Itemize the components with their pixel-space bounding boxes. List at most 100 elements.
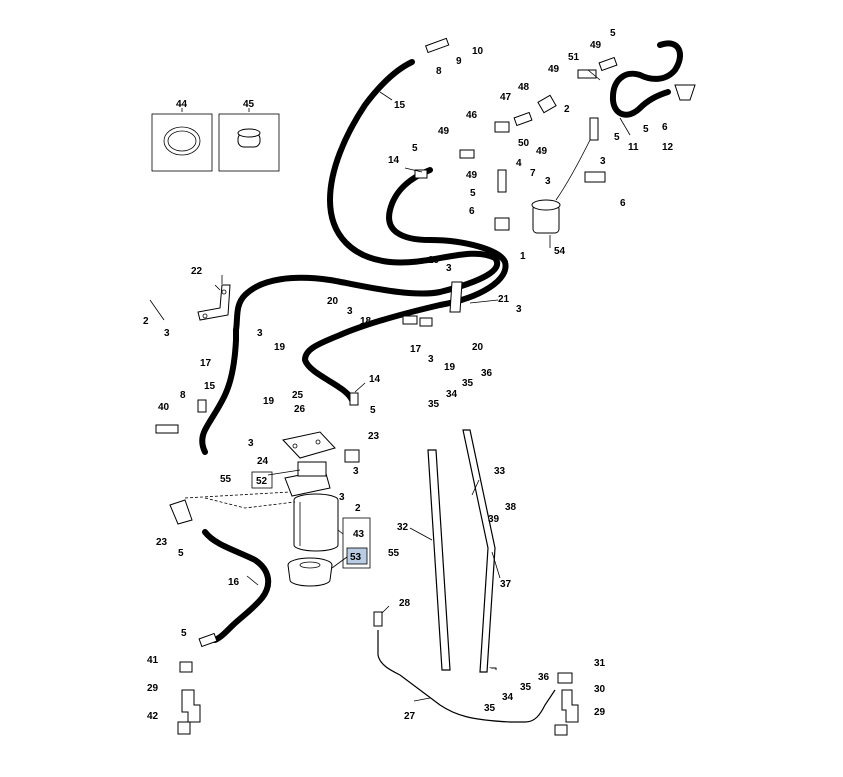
callout-10: 10 bbox=[472, 46, 484, 57]
callout-3: 3 bbox=[516, 304, 522, 315]
hose-16 bbox=[202, 529, 272, 643]
leader-lines bbox=[149, 69, 631, 702]
filter-head-assembly bbox=[282, 431, 336, 497]
callout-labels: 10 9 8 15 5 49 46 47 48 2 50 49 51 49 5 … bbox=[143, 28, 674, 722]
callout-23: 23 bbox=[368, 431, 380, 442]
callout-49: 49 bbox=[536, 146, 548, 157]
callout-30: 30 bbox=[594, 684, 606, 695]
callout-5: 5 bbox=[181, 628, 187, 639]
callout-43: 43 bbox=[353, 529, 365, 540]
callout-20: 20 bbox=[472, 342, 484, 353]
callout-49: 49 bbox=[466, 170, 478, 181]
callout-29: 29 bbox=[147, 683, 159, 694]
callout-38: 38 bbox=[505, 502, 517, 513]
callout-3: 3 bbox=[600, 156, 606, 167]
callout-2: 2 bbox=[564, 104, 570, 115]
callout-34: 34 bbox=[502, 692, 514, 703]
callout-8: 8 bbox=[180, 390, 186, 401]
callout-46: 46 bbox=[466, 110, 478, 121]
callout-50: 50 bbox=[518, 138, 530, 149]
callout-49: 49 bbox=[548, 64, 560, 75]
callout-27: 27 bbox=[404, 711, 416, 722]
callout-31: 31 bbox=[594, 658, 606, 669]
callout-33: 33 bbox=[494, 466, 506, 477]
callout-29: 29 bbox=[594, 707, 606, 718]
callout-5: 5 bbox=[614, 132, 620, 143]
callout-34: 34 bbox=[446, 389, 458, 400]
callout-51: 51 bbox=[568, 52, 580, 63]
callout-55: 55 bbox=[388, 548, 400, 559]
strap-33 bbox=[462, 429, 496, 673]
hose-11 bbox=[609, 40, 683, 118]
callout-48: 48 bbox=[518, 82, 530, 93]
tube-27 bbox=[377, 630, 556, 723]
separator-1 bbox=[531, 139, 591, 234]
callout-14: 14 bbox=[388, 155, 400, 166]
callout-55: 55 bbox=[220, 474, 232, 485]
callout-3: 3 bbox=[257, 328, 263, 339]
callout-17: 17 bbox=[200, 358, 212, 369]
hose-14 bbox=[302, 167, 509, 403]
inset-45-cap bbox=[218, 108, 280, 172]
callout-22: 22 bbox=[191, 266, 203, 277]
highlighted-callout-box-53 bbox=[346, 547, 368, 565]
callout-3: 3 bbox=[164, 328, 170, 339]
callout-14: 14 bbox=[369, 374, 381, 385]
callout-20: 20 bbox=[327, 296, 339, 307]
hose-15-lower bbox=[199, 327, 239, 455]
callout-2: 2 bbox=[143, 316, 149, 327]
callout-15: 15 bbox=[204, 381, 216, 392]
callout-49: 49 bbox=[590, 40, 602, 51]
callout-3: 3 bbox=[446, 263, 452, 274]
callout-24: 24 bbox=[257, 456, 269, 467]
callout-19: 19 bbox=[428, 255, 440, 266]
callout-2: 2 bbox=[355, 503, 361, 514]
callout-36: 36 bbox=[481, 368, 493, 379]
callout-47: 47 bbox=[500, 92, 512, 103]
callout-5: 5 bbox=[470, 188, 476, 199]
callout-5: 5 bbox=[610, 28, 616, 39]
bracket-22 bbox=[197, 284, 231, 321]
callout-49: 49 bbox=[438, 126, 450, 137]
bowl-53 bbox=[287, 557, 333, 587]
callout-40: 40 bbox=[158, 402, 170, 413]
callout-25: 25 bbox=[292, 390, 304, 401]
callout-32: 32 bbox=[397, 522, 409, 533]
callout-54: 54 bbox=[554, 246, 566, 257]
callout-35: 35 bbox=[428, 399, 440, 410]
callout-6: 6 bbox=[662, 122, 668, 133]
callout-3: 3 bbox=[545, 176, 551, 187]
callout-15: 15 bbox=[394, 100, 406, 111]
callout-7: 7 bbox=[530, 168, 536, 179]
hose-15-upper bbox=[233, 59, 500, 333]
callout-28: 28 bbox=[399, 598, 411, 609]
callout-18: 18 bbox=[360, 316, 372, 327]
callout-5: 5 bbox=[643, 124, 649, 135]
callout-5: 5 bbox=[178, 548, 184, 559]
callout-3: 3 bbox=[353, 466, 359, 477]
callout-52: 52 bbox=[256, 476, 268, 487]
callout-17: 17 bbox=[410, 344, 422, 355]
callout-39: 39 bbox=[488, 514, 500, 525]
callout-42: 42 bbox=[147, 711, 159, 722]
callout-26: 26 bbox=[294, 404, 306, 415]
callout-19: 19 bbox=[263, 396, 275, 407]
callout-6: 6 bbox=[469, 206, 475, 217]
hoses bbox=[199, 40, 683, 643]
callout-4: 4 bbox=[516, 158, 522, 169]
callout-41: 41 bbox=[147, 655, 159, 666]
callout-35: 35 bbox=[520, 682, 532, 693]
callout-5: 5 bbox=[370, 405, 376, 416]
callout-53: 53 bbox=[350, 552, 362, 563]
callout-11: 11 bbox=[628, 142, 639, 153]
callout-1: 1 bbox=[520, 251, 526, 262]
callout-3: 3 bbox=[428, 354, 434, 365]
inset-44-clamp bbox=[151, 108, 213, 172]
callout-3: 3 bbox=[339, 492, 345, 503]
callout-12: 12 bbox=[662, 142, 674, 153]
filter-element-43 bbox=[293, 493, 339, 552]
callout-44: 44 bbox=[176, 99, 188, 110]
callout-37: 37 bbox=[500, 579, 512, 590]
callout-19: 19 bbox=[274, 342, 286, 353]
